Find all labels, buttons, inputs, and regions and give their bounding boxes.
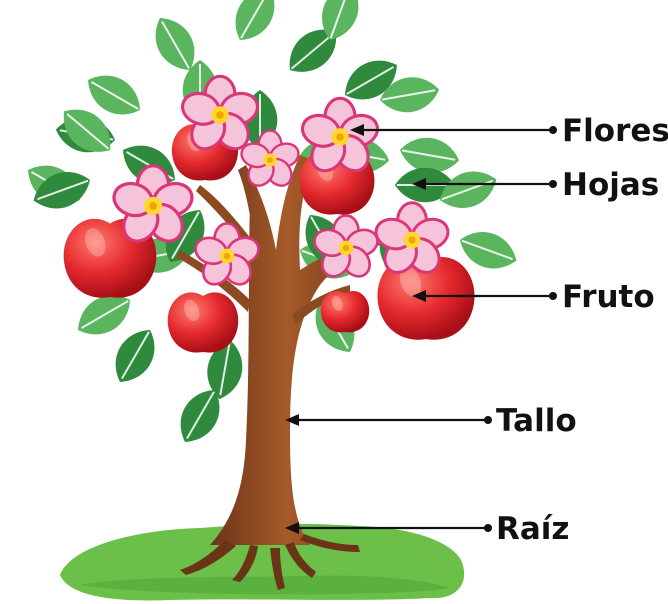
apple — [168, 292, 239, 352]
apple — [321, 291, 370, 332]
arrow-tallo — [285, 414, 492, 426]
label-raiz: Raíz — [496, 511, 569, 547]
label-flores: Flores — [562, 113, 668, 149]
arrow-flores — [350, 124, 557, 136]
label-hojas: Hojas — [562, 167, 659, 203]
label-tallo: Tallo — [496, 403, 577, 439]
label-fruto: Fruto — [562, 279, 655, 315]
